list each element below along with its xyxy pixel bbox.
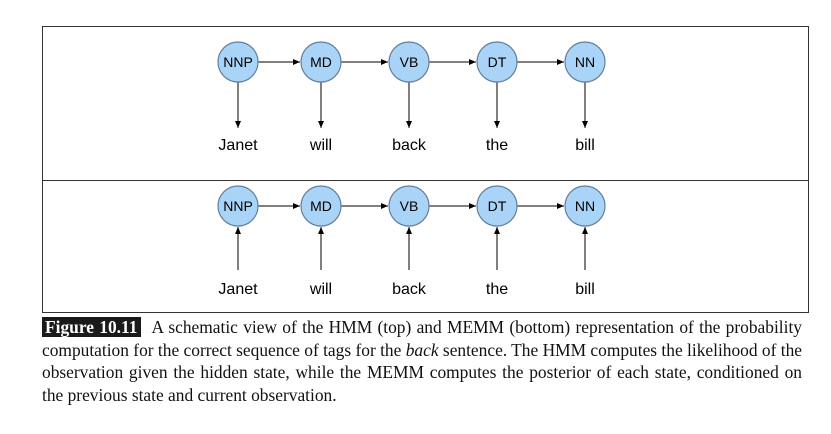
state-label: NN: [575, 54, 595, 70]
state-node-dt: DT: [476, 185, 518, 227]
state-node-vb: VB: [388, 41, 430, 83]
state-node-nn: NN: [564, 185, 606, 227]
state-circle: [217, 185, 259, 227]
figure-label: Figure 10.11: [42, 317, 142, 337]
word-label: the: [486, 281, 508, 298]
panel-memm: NNP MD VB DT NN Janet will back the bill: [217, 185, 606, 298]
caption-text-before: A schematic view of the HMM (top) and ME…: [42, 317, 802, 360]
state-circle: [300, 41, 342, 83]
state-label: DT: [488, 198, 507, 214]
word-label: will: [309, 281, 332, 298]
state-label: NNP: [223, 198, 253, 214]
state-label: NNP: [223, 54, 253, 70]
word-label: will: [309, 137, 332, 154]
caption-italic-word: back: [405, 339, 439, 360]
panel-hmm: NNP MD VB DT NN Janet will back the bill: [217, 41, 606, 154]
state-node-nnp: NNP: [217, 185, 259, 227]
word-label: back: [392, 137, 427, 154]
word-label: back: [392, 281, 427, 298]
state-label: VB: [400, 54, 419, 70]
state-label: DT: [488, 54, 507, 70]
word-label: Janet: [218, 137, 258, 154]
word-label: bill: [575, 281, 595, 298]
state-circle: [300, 185, 342, 227]
state-circle: [217, 41, 259, 83]
state-label: MD: [310, 198, 332, 214]
state-label: NN: [575, 198, 595, 214]
state-circle: [476, 185, 518, 227]
state-node-dt: DT: [476, 41, 518, 83]
state-label: MD: [310, 54, 332, 70]
caption-text-after: sentence. The HMM computes the likelihoo…: [42, 339, 803, 405]
state-circle: [388, 185, 430, 227]
word-label: Janet: [218, 281, 258, 298]
state-node-vb: VB: [388, 185, 430, 227]
state-circle: [476, 41, 518, 83]
state-label: VB: [400, 198, 419, 214]
figure-frame: [42, 26, 809, 313]
state-node-nnp: NNP: [217, 41, 259, 83]
state-circle: [564, 185, 606, 227]
word-label: bill: [575, 137, 595, 154]
state-node-nn: NN: [564, 41, 606, 83]
state-node-md: MD: [300, 41, 342, 83]
state-circle: [388, 41, 430, 83]
state-circle: [564, 41, 606, 83]
word-label: the: [486, 137, 508, 154]
state-node-md: MD: [300, 185, 342, 227]
